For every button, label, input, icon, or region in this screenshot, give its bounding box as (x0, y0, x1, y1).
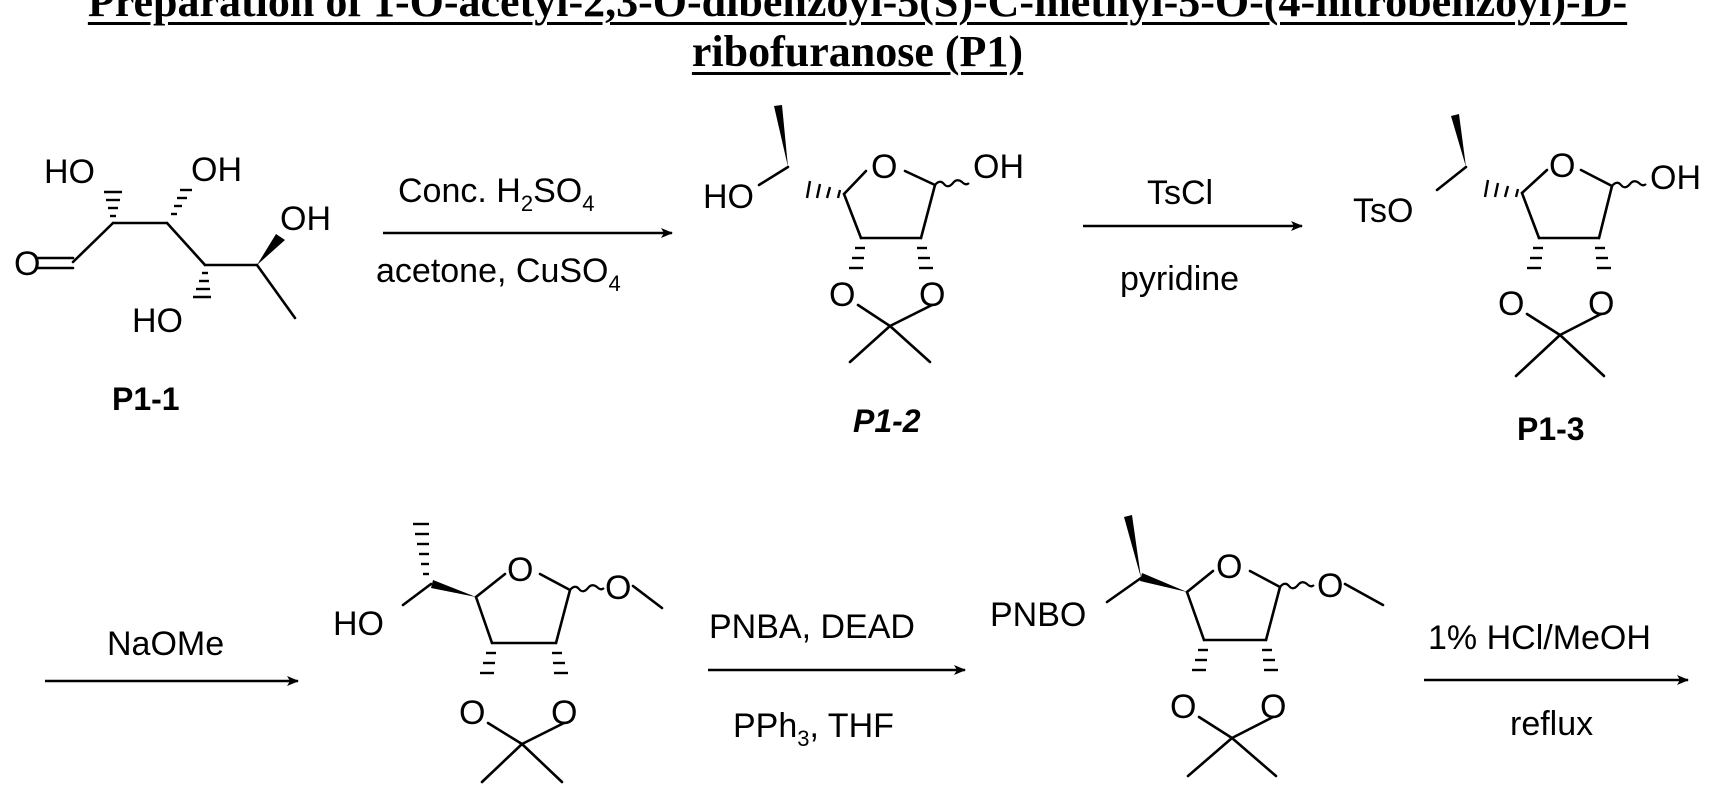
compound-p1-2: O OH HO O O P1-2 (703, 105, 1024, 439)
reagent-tscl: TsCl (1147, 174, 1213, 212)
atom-oh-anomeric: OH (1650, 159, 1701, 197)
atom-ho-c5: HO (703, 178, 754, 216)
atom-oh-anomeric: OH (973, 148, 1024, 186)
hash-bond-c2-o (917, 246, 933, 270)
atom-o-aldehyde: O (14, 245, 40, 283)
atom-oh-c5: OH (280, 200, 331, 238)
wedge-bond-c4-c5 (1140, 573, 1187, 592)
compound-pnb-ester: O O PNBO O O (990, 515, 1385, 778)
hash-bond-c2-o (1262, 648, 1278, 672)
reagent-hcl-meoh: 1% HCl/MeOH (1428, 619, 1651, 657)
hash-bond-c3-o (1192, 648, 1208, 672)
compound-p1-1: O HO OH HO (14, 151, 331, 417)
atom-ring-o: O (507, 551, 533, 589)
reagent-conc-h2so4: Conc. H2SO4 (398, 172, 594, 216)
wavy-bond-anomeric (934, 179, 970, 188)
wedge-bond-methyl (1124, 515, 1141, 578)
atom-o-methoxy: O (605, 569, 631, 607)
reaction-step-3: NaOMe (45, 625, 299, 686)
hash-bond-c3-o (849, 246, 865, 270)
wavy-bond-anomeric (1611, 180, 1647, 189)
atom-dioxolane-o-left: O (459, 694, 485, 732)
wedge-bond-methyl (1451, 114, 1466, 167)
reagent-pyridine: pyridine (1120, 260, 1239, 298)
atom-pnbo: PNBO (990, 596, 1086, 634)
reagent-pnba-dead: PNBA, DEAD (709, 608, 915, 646)
atom-ho-c2: HO (44, 153, 95, 191)
atom-dioxolane-o-right: O (1588, 285, 1614, 323)
atom-ho-c4: HO (132, 302, 183, 340)
reaction-step-2: TsCl pyridine (1083, 174, 1303, 298)
atom-ho-c5: HO (333, 605, 384, 643)
atom-ring-o: O (871, 148, 897, 186)
compound-p1-3: O OH TsO O O P1-3 (1353, 114, 1701, 447)
scheme-title-line-1: Preparation of 1-O-acetyl-2,3-O-dibenzoy… (87, 0, 1628, 26)
atom-dioxolane-o-right: O (1260, 688, 1286, 726)
wedge-bond-methyl (774, 105, 788, 167)
atom-dioxolane-o-left: O (1170, 688, 1196, 726)
compound-label-p1-1: P1-1 (112, 381, 180, 417)
reagent-pph3-thf: PPh3, THF (733, 707, 894, 751)
hash-bond-c2 (104, 190, 122, 218)
hash-bond-c4-c5 (805, 180, 842, 199)
hash-bond-c3-o (480, 651, 496, 675)
hash-bond-c2-o (552, 651, 568, 675)
hash-bond-c4-c5 (1483, 179, 1520, 198)
atom-dioxolane-o-right: O (551, 694, 577, 732)
reaction-step-5: 1% HCl/MeOH reflux (1424, 619, 1689, 743)
hash-bond-methyl (413, 522, 429, 576)
compound-label-p1-3: P1-3 (1517, 411, 1585, 447)
reagent-reflux: reflux (1510, 705, 1593, 743)
wedge-bond-c4-c5 (431, 580, 476, 597)
wedge-bond-c5 (257, 234, 285, 265)
reagent-acetone-cuso4: acetone, CuSO4 (376, 252, 621, 296)
hash-bond-c3-o (1527, 246, 1543, 270)
scheme-title-line-2: ribofuranose (P1) (691, 27, 1024, 76)
atom-oh-c3: OH (191, 151, 242, 189)
hash-bond-c3 (171, 188, 192, 216)
compound-label-p1-2: P1-2 (853, 403, 921, 439)
reagent-naome: NaOMe (107, 625, 224, 663)
atom-dioxolane-o-right: O (919, 276, 945, 314)
atom-tso: TsO (1353, 192, 1413, 230)
wavy-bond-anomeric (1279, 581, 1315, 590)
reaction-step-4: PNBA, DEAD PPh3, THF (708, 608, 966, 751)
atom-dioxolane-o-left: O (1498, 285, 1524, 323)
reaction-step-1: Conc. H2SO4 acetone, CuSO4 (376, 172, 673, 296)
hash-bond-c4 (193, 271, 211, 299)
atom-dioxolane-o-left: O (829, 276, 855, 314)
atom-ring-o: O (1216, 548, 1242, 586)
hash-bond-c2-o (1595, 246, 1611, 270)
atom-ring-o: O (1549, 147, 1575, 185)
wavy-bond-anomeric (569, 584, 605, 593)
atom-o-methoxy: O (1317, 567, 1343, 605)
compound-methyl-glycoside: O O HO O O (333, 522, 664, 784)
